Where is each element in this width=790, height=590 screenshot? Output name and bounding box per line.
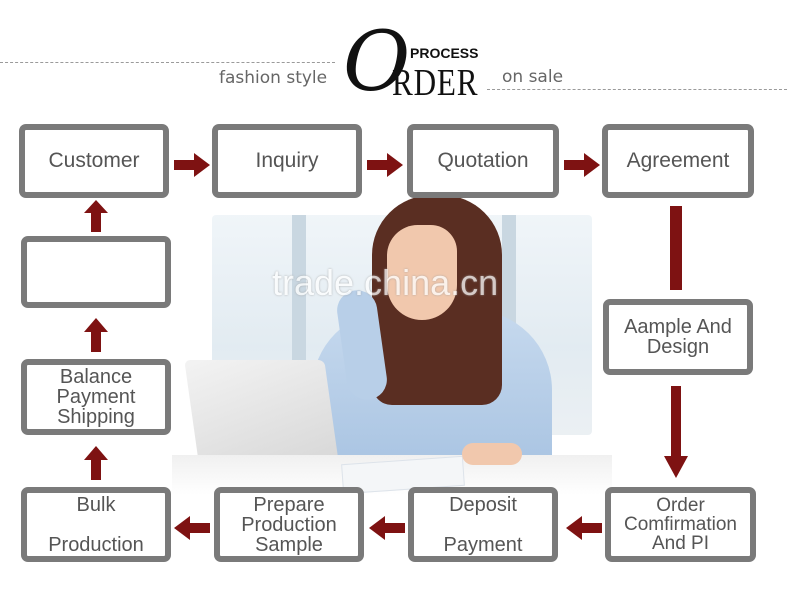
woman-face xyxy=(387,225,457,320)
woman-hand xyxy=(462,443,522,465)
header-right-text: on sale xyxy=(502,67,564,87)
step-label: Customer xyxy=(48,149,140,172)
step-bulk-production: Bulk Production xyxy=(21,487,171,562)
step-inquiry: Inquiry xyxy=(212,124,362,198)
arrow-up-icon xyxy=(84,200,108,232)
watermark: trade.china.cn xyxy=(272,262,499,303)
step-label: Inquiry xyxy=(255,149,319,172)
arrow-down-icon xyxy=(664,386,688,478)
step-deposit-payment: Deposit Payment xyxy=(408,487,558,562)
header-left-dashline xyxy=(0,62,335,63)
arrow-right-icon xyxy=(174,153,210,177)
step-order-confirmation: Order Comfirmation And PI xyxy=(605,487,756,562)
office-photo xyxy=(172,195,612,495)
step-sample-design: Aample And Design xyxy=(603,299,753,375)
title-initial: O xyxy=(343,15,411,110)
arrow-right-icon xyxy=(564,153,600,177)
process-label: PROCESS xyxy=(410,45,479,61)
step-label: Bulk Production xyxy=(48,493,144,556)
step-agreement: Agreement xyxy=(602,124,754,198)
step-label: Quotation xyxy=(437,149,529,172)
arrow-left-icon xyxy=(174,516,210,540)
step-blank xyxy=(21,236,171,308)
step-label: Prepare Production Sample xyxy=(241,493,337,556)
step-label: Order Comfirmation And PI xyxy=(624,495,737,554)
arrow-down-icon xyxy=(670,206,682,290)
arrow-up-icon xyxy=(84,446,108,480)
step-label: Deposit Payment xyxy=(443,493,523,556)
step-label: Agreement xyxy=(626,149,730,172)
step-balance-payment: Balance Payment Shipping xyxy=(21,359,171,435)
arrow-up-icon xyxy=(84,318,108,352)
step-label: Aample And Design xyxy=(624,316,732,358)
arrow-left-icon xyxy=(566,516,602,540)
title-rest: RDER xyxy=(392,62,479,104)
step-customer: Customer xyxy=(19,124,169,198)
step-quotation: Quotation xyxy=(407,124,559,198)
step-prepare-sample: Prepare Production Sample xyxy=(214,487,364,562)
header-left-text: fashion style xyxy=(219,68,328,88)
arrow-left-icon xyxy=(369,516,405,540)
arrow-right-icon xyxy=(367,153,403,177)
header-right-dashline xyxy=(487,89,787,90)
laptop xyxy=(184,360,340,470)
step-label: Balance Payment Shipping xyxy=(56,366,136,428)
